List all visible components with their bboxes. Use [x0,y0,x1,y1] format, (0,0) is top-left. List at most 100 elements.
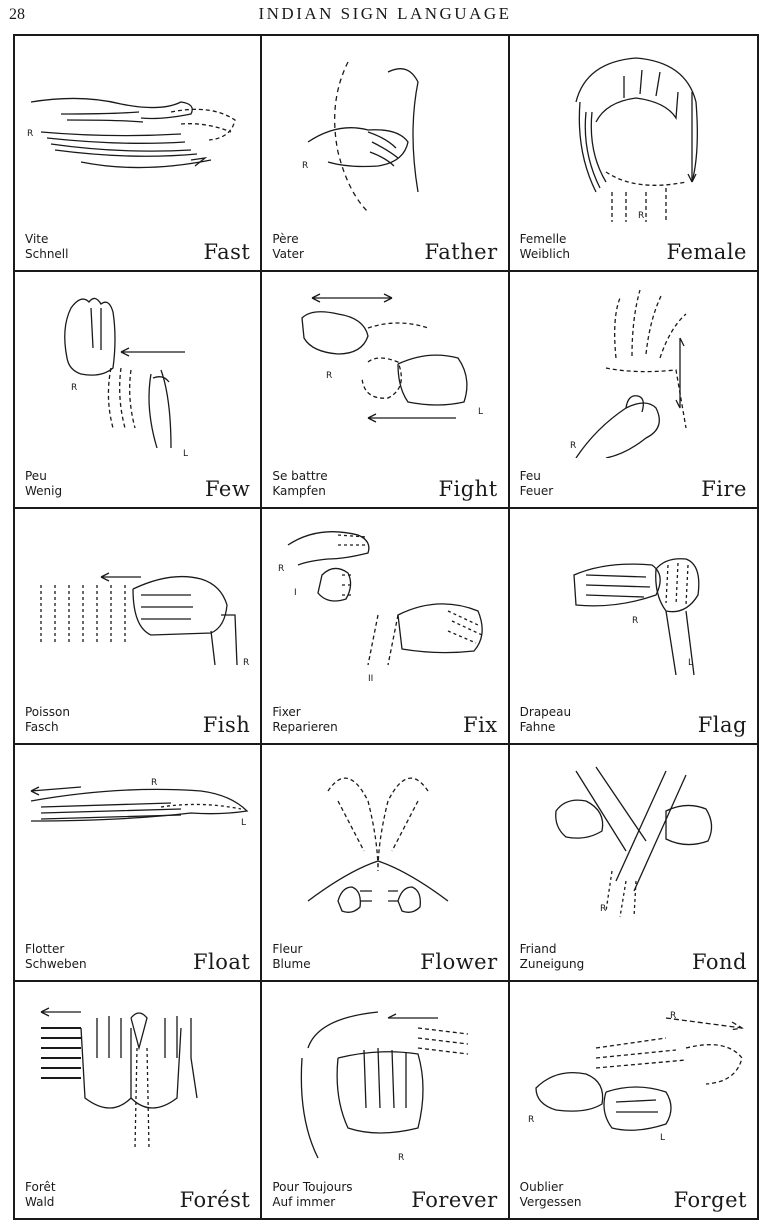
sign-cell-fix: R I II Fixer Reparieren Fix [262,508,510,746]
sign-illustration-forever: R [268,988,500,1168]
hand-marker-r: R [302,161,308,171]
sign-french: Forêt [25,1179,56,1194]
sign-english: Father [424,240,498,265]
sign-illustration-flower [268,751,500,931]
sign-french: Drapeau [519,705,572,720]
page-header: 28 INDIAN SIGN LANGUAGE [0,0,770,34]
sign-german: Vater [272,247,304,262]
sign-cell-forget: R R L Oublier Vergessen Forget [510,982,757,1218]
sign-german: Kampfen [272,483,326,498]
sign-illustration-fix: R I II [268,515,500,695]
sign-english: Female [666,240,747,265]
sign-cell-few: R L Peu Wenig Few [15,272,263,509]
sign-german: Weiblich [519,247,571,262]
sign-german: Wenig [25,483,63,498]
sign-german: Blume [272,956,311,971]
sign-french: Père [272,232,299,247]
sign-illustration-fond: R [516,751,748,931]
sign-cell-fish: R Poisson Fasch Fish [15,508,263,746]
sign-illustration-fast: R [21,42,253,222]
hand-marker-l: L [688,658,693,668]
hand-marker-r: R [398,1153,404,1163]
hand-marker-i: I [294,588,297,598]
sign-illustration-father: R [268,42,500,222]
hand-marker-r: R [670,1011,676,1021]
sign-german: Wald [25,1194,55,1209]
sign-german: Feuer [519,483,554,498]
hand-marker-r: R [326,371,332,381]
sign-cell-flag: R L Drapeau Fahne Flag [509,509,757,746]
sign-english: Flower [420,949,498,974]
sign-english: Fire [701,476,747,501]
sign-illustration-female: R [516,42,748,222]
hand-marker-r: R [243,658,249,668]
sign-french: Peu [25,468,47,483]
hand-marker-r: R [632,616,638,626]
sign-french: Flotter [25,941,65,956]
hand-marker-r: R [71,383,77,393]
sign-english: Fish [202,713,251,738]
page-number: 28 [9,6,25,23]
hand-marker-l: L [241,818,246,828]
sign-french: Pour Toujours [272,1179,353,1194]
sign-illustration-few: R L [21,278,253,459]
sign-illustration-flag: R L [516,515,748,695]
sign-illustration-fire: R [516,278,748,460]
sign-german: Schnell [25,247,69,262]
sign-french: Oublier [519,1179,564,1194]
hand-marker-l: L [478,407,483,417]
hand-marker-l: L [183,449,188,458]
sign-french: Fixer [272,705,301,720]
sign-english: Fast [203,240,251,265]
hand-marker-ii: II [368,674,373,684]
sign-cell-forest: Forêt Wald Forést [15,981,263,1218]
sign-illustration-float: R L [21,751,253,931]
sign-cell-fast: R Vite Schnell Fast [15,36,263,273]
sign-illustration-forget: R R L [516,988,748,1168]
sign-french: Friand [519,941,557,956]
sign-french: Poisson [25,705,70,720]
sign-english: Forget [673,1187,747,1212]
sign-french: Se battre [272,468,328,483]
hand-marker-l: L [660,1133,665,1143]
hand-marker-r: R [278,564,284,574]
sign-german: Fahne [519,720,556,735]
sign-english: Few [205,476,251,501]
sign-german: Fasch [25,720,59,735]
sign-english: Forést [179,1187,251,1212]
sign-cell-fight: R L Se battre Kampfen Fight [262,272,510,509]
hand-marker-r: R [570,441,576,451]
sign-cell-father: R Père Vater Father [262,36,510,273]
sign-english: Fond [691,949,747,974]
sign-english: Float [192,949,251,974]
hand-marker-r: R [528,1115,534,1125]
sign-illustration-forest [21,988,253,1168]
sign-english: Fix [463,713,498,738]
sign-cell-fond: R Friand Zuneigung Fond [509,745,757,982]
sign-french: Femelle [519,232,567,247]
sign-illustration-fish: R [21,515,253,695]
sign-grid: R Vite Schnell Fast R Père Vater Father [13,34,759,1220]
running-title: INDIAN SIGN LANGUAGE [258,4,512,23]
sign-illustration-fight: R L [268,278,500,458]
sign-german: Reparieren [272,720,338,735]
sign-cell-flower: Fleur Blume Flower [262,745,510,982]
sign-french: Feu [519,468,541,483]
sign-german: Zuneigung [519,956,585,971]
sign-english: Fight [438,476,498,501]
sign-french: Fleur [272,941,303,956]
sign-cell-forever: R Pour Toujours Auf immer Forever [262,981,510,1218]
hand-marker-r: R [638,211,644,221]
sign-german: Vergessen [519,1194,582,1209]
sign-english: Flag [697,713,747,738]
sign-english: Forever [411,1187,498,1212]
sign-cell-female: R Femelle Weiblich Female [509,36,757,273]
hand-marker-r: R [151,778,157,788]
sign-german: Auf immer [272,1194,336,1209]
sign-german: Schweben [25,956,87,971]
hand-marker-r: R [27,129,33,139]
sign-french: Vite [25,232,49,247]
hand-marker-r: R [600,904,606,914]
sign-cell-float: R L Flotter Schweben Float [15,745,263,982]
sign-cell-fire: R Feu Feuer Fire [509,272,757,509]
